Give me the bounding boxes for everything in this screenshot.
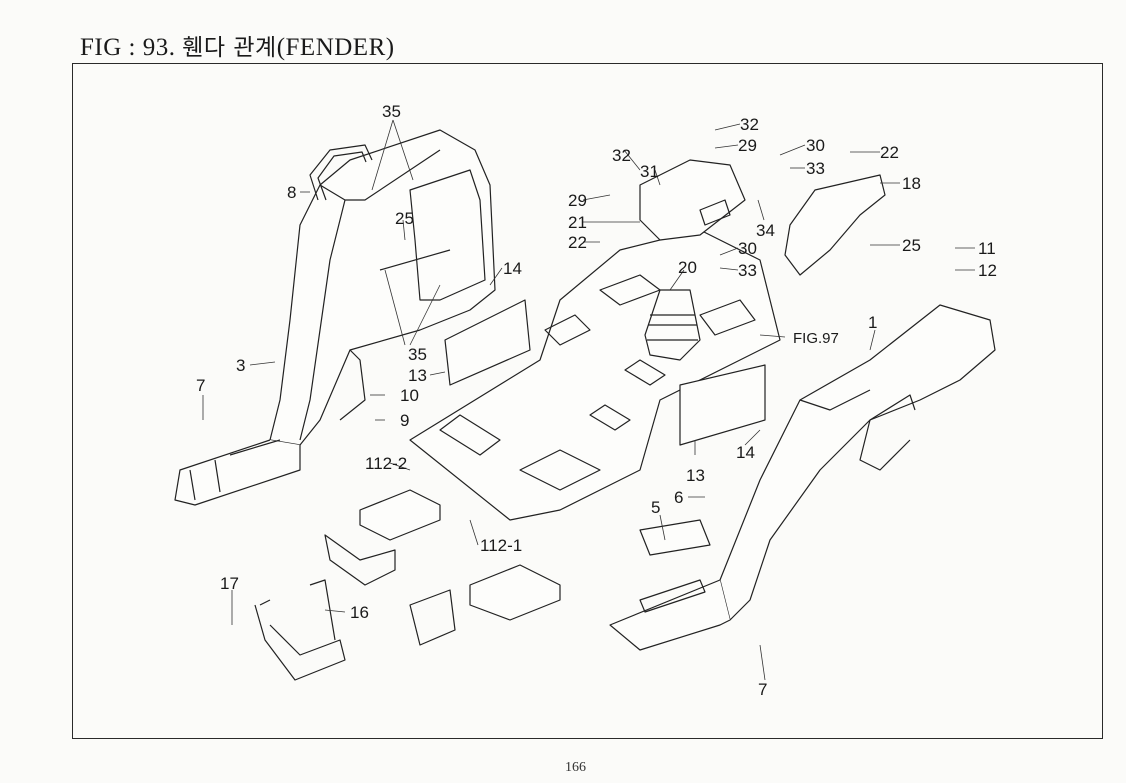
callout-32-right: 32: [740, 115, 759, 134]
callout-3: 3: [236, 356, 245, 375]
callout-20: 20: [678, 258, 697, 277]
left-fender-part: [174, 129, 496, 506]
callout-9: 9: [400, 411, 409, 430]
leader-lines: [202, 119, 975, 681]
callout-18: 18: [902, 174, 921, 193]
callout-29-left: 29: [568, 191, 587, 210]
step-part: [254, 579, 346, 681]
grab-handle-part: [309, 144, 373, 201]
callout-22-left: 22: [568, 233, 587, 252]
callout-1: 1: [868, 313, 877, 332]
figure-title: FIG : 93. 휀다 관계(FENDER): [80, 28, 395, 62]
callout-14-left: 14: [503, 259, 522, 278]
callout-35: 35: [382, 102, 401, 121]
callout-8: 8: [287, 183, 296, 202]
callout-7-right: 7: [758, 680, 767, 699]
callout-30-lower: 30: [738, 239, 757, 258]
callout-17: 17: [220, 574, 239, 593]
callout-25-right: 25: [902, 236, 921, 255]
console-cover-part: [639, 159, 886, 276]
callout-30-top: 30: [806, 136, 825, 155]
callout-6: 6: [674, 488, 683, 507]
callout-7-left: 7: [196, 376, 205, 395]
callout-22-right: 22: [880, 143, 899, 162]
callout-11: 11: [978, 239, 996, 258]
callout-112-2: 112-2: [365, 454, 407, 473]
diagram-frame: [72, 63, 1103, 739]
callout-13-right: 13: [686, 466, 705, 485]
page-number: 166: [565, 760, 586, 775]
callout-21: 21: [568, 213, 587, 232]
callout-16: 16: [350, 603, 369, 622]
shift-boot-part: [644, 289, 701, 361]
figure-number: FIG : 93.: [80, 34, 176, 61]
figure-title-korean: 휀다 관계: [182, 35, 277, 61]
cross-reference-label: FIG.97: [793, 330, 839, 347]
callout-29-right: 29: [738, 136, 757, 155]
callout-5: 5: [651, 498, 660, 517]
step-bracket-part: [324, 489, 711, 646]
callout-10: 10: [400, 386, 419, 405]
callout-14-right: 14: [736, 443, 755, 462]
callout-33-lower: 33: [738, 261, 757, 280]
callout-12: 12: [978, 261, 997, 280]
callout-25: 25: [395, 209, 414, 228]
callout-112-1: 112-1: [480, 536, 522, 555]
right-fender-part: [609, 304, 996, 651]
callout-34: 34: [756, 221, 775, 240]
callout-31: 31: [640, 162, 659, 181]
callout-33-top: 33: [806, 159, 825, 178]
callout-35-lower: 35: [408, 345, 427, 364]
side-cover-part: [444, 299, 766, 446]
callout-32-left: 32: [612, 146, 631, 165]
callout-13-left: 13: [408, 366, 427, 385]
figure-title-english: (FENDER): [276, 34, 395, 61]
